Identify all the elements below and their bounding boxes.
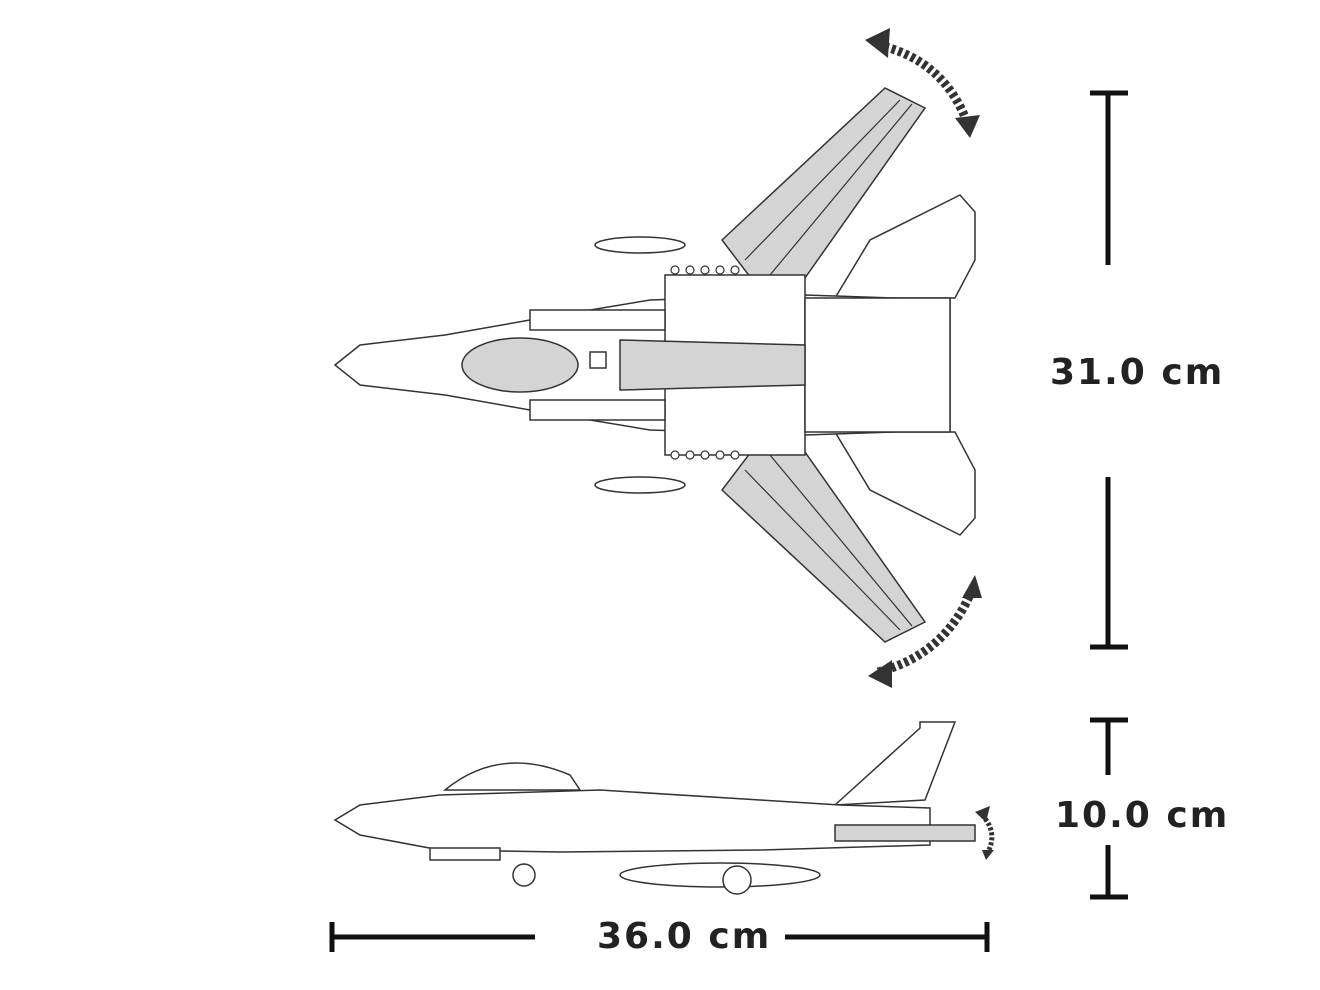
nose-wheel xyxy=(512,863,536,887)
side-view-aircraft xyxy=(333,721,976,895)
length-label: 36.0 cm xyxy=(597,916,772,957)
lower-stabilizer xyxy=(833,431,976,536)
side-canopy xyxy=(442,762,582,791)
wing-sweep-arrow-bottom xyxy=(868,575,982,688)
upper-stabilizer xyxy=(833,194,976,299)
canopy xyxy=(461,337,579,393)
tail-fin xyxy=(832,721,957,806)
height-label: 10.0 cm xyxy=(1055,795,1230,836)
tail-rotate-arrow xyxy=(975,806,995,860)
exhaust-nozzle xyxy=(834,824,976,842)
wingspan-dimension-line xyxy=(1090,90,1128,650)
length-dimension-line xyxy=(329,922,990,952)
main-wheel xyxy=(722,865,752,895)
top-view-aircraft xyxy=(333,87,976,643)
height-dimension-line xyxy=(1090,717,1128,900)
wingspan-label: 31.0 cm xyxy=(1050,352,1225,393)
wing-sweep-arrow-top xyxy=(865,28,980,138)
